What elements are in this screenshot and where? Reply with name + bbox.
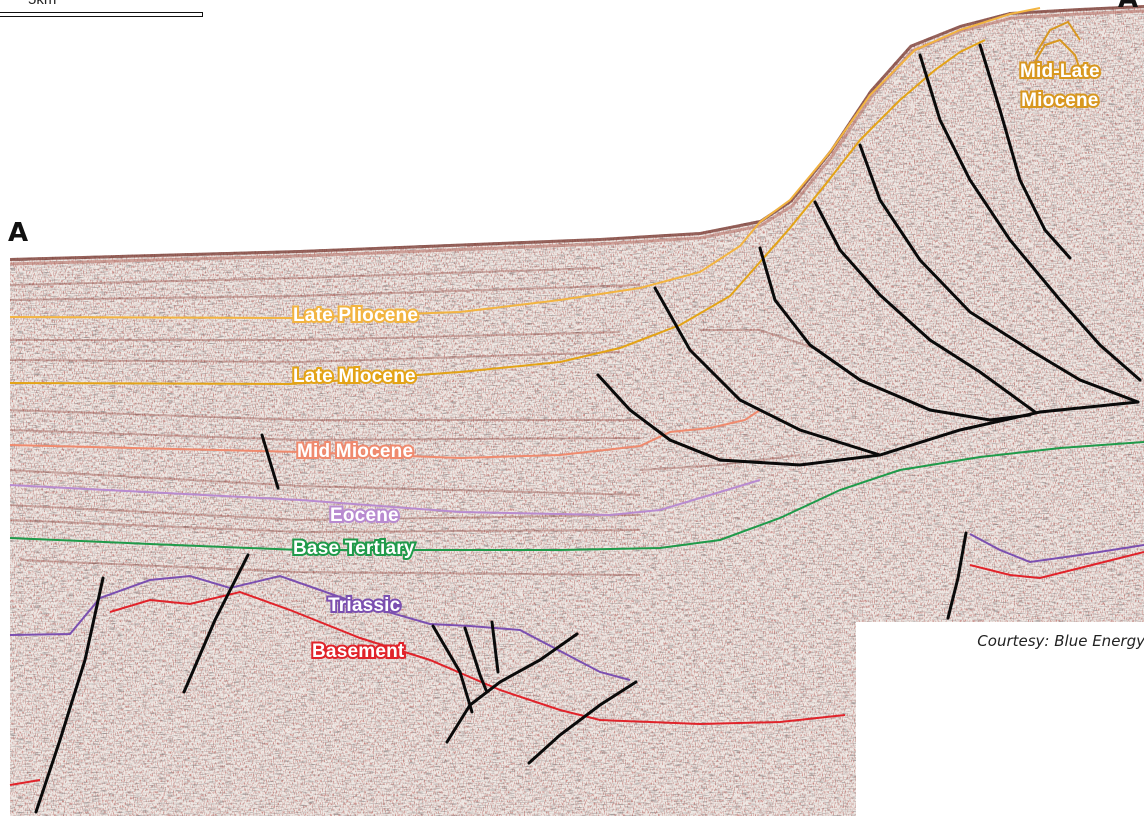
- label-triassic: Triassic: [328, 596, 400, 615]
- profile-start-label: A: [8, 218, 28, 248]
- credit-panel: [856, 622, 1144, 816]
- label-late-pliocene: Late Pliocene: [293, 306, 418, 325]
- label-base-tertiary: Base Tertiary: [293, 539, 415, 558]
- scale-bar-label: 5km: [28, 0, 56, 8]
- label-basement: Basement: [312, 642, 404, 661]
- profile-end-label: A': [1118, 0, 1144, 14]
- label-late-miocene: Late Miocene: [293, 367, 416, 386]
- label-mid-late-miocene-line2: Miocene: [1020, 91, 1100, 110]
- label-mid-miocene: Mid Miocene: [297, 442, 413, 461]
- credit-text: Courtesy: Blue Energy: [925, 632, 1144, 650]
- scale-bar: [0, 12, 203, 17]
- label-mid-late-miocene-line1: Mid-Late: [1020, 62, 1100, 81]
- label-mid-late-miocene: Mid-Late Miocene: [1020, 62, 1100, 110]
- label-eocene: Eocene: [330, 506, 399, 525]
